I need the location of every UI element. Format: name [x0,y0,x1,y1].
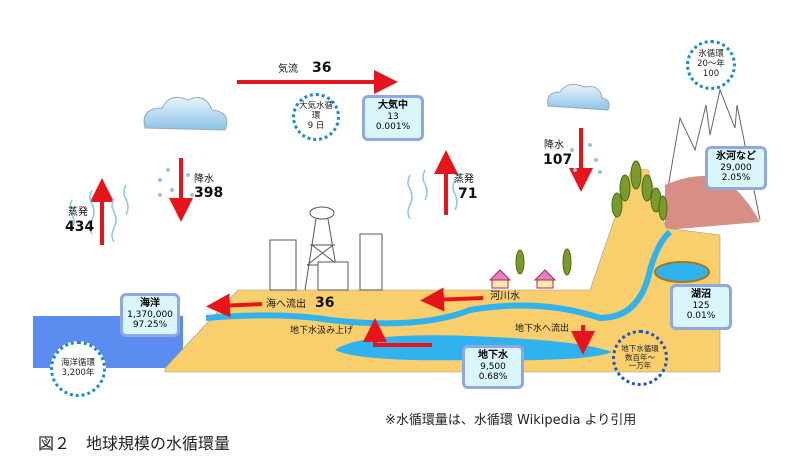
land-precip-label: 降水 [544,140,564,151]
cloud-ocean [143,96,228,131]
to-sea-value: 36 [315,295,335,311]
flow-arrows [90,70,595,355]
land-evap-label: 蒸発 [454,174,474,185]
box-title: 大気中 [378,100,408,111]
box-percent: 2.05% [721,172,751,183]
cycle-line: 一万年 [628,361,652,371]
source-note: ※水循環量は、水循環 Wikipedia より引用 [385,413,637,428]
to-sea-label: 海へ流出 [266,299,306,310]
lake-water [654,261,710,283]
cycle-line: 氷循環 [698,49,724,60]
box-title: 地下水 [478,350,508,361]
box-volume: 125 [692,300,710,311]
ocean-precip-label: 降水 [194,174,214,185]
to-ground-label: 地下水へ流出 [515,324,570,334]
box-title: 氷河など [716,151,756,162]
cycle-label: 海洋循環 [60,358,95,369]
cloud-land [547,83,610,111]
cycle-value: 9 日 [307,120,325,131]
mountain-outline [664,88,761,221]
land-precip-value: 107 [543,152,573,168]
trees [515,160,668,276]
rain-drops-icon [158,143,602,197]
airflow-label: 気流 [278,64,298,75]
cycle-line: 数百年～ [625,352,655,362]
box-percent: 97.25% [132,319,168,330]
ocean-precip-value: 398 [194,185,224,201]
box-percent: 0.01% [686,310,716,321]
airflow-value: 36 [312,60,332,76]
box-volume: 1,370,000 [127,309,173,320]
figure-caption: 図２ 地球規模の水循環量 [38,434,231,453]
glacier-hill [665,176,760,230]
box-volume: 13 [387,111,399,122]
groundwater-cycle: 地下水循環数百年～一万年 [612,330,668,386]
river [205,229,673,327]
box-percent: 0.68% [478,371,508,382]
cycle-value: 3,200年 [61,368,95,378]
cycle-line: 100 [702,68,720,79]
vapor-squiggles-icon [69,169,458,243]
box-title: 海洋 [140,298,160,309]
cycle-line: 地下水循環 [621,344,659,354]
box-title: 湖沼 [691,289,711,300]
box-percent: 0.001% [375,121,411,132]
pumping-label: 地下水汲み上げ [290,326,354,336]
houses [488,269,557,289]
box-volume: 29,000 [720,162,752,173]
cycle-label: 大気水循環 [298,101,333,122]
land-evap-value: 71 [458,186,478,202]
ocean-evap-label: 蒸発 [68,207,88,218]
city-buildings [269,206,383,291]
cycle-line: 20～年 [697,59,725,70]
ocean-evap-value: 434 [65,219,95,235]
river-label: 河川水 [490,291,520,302]
box-volume: 9,500 [480,361,506,372]
